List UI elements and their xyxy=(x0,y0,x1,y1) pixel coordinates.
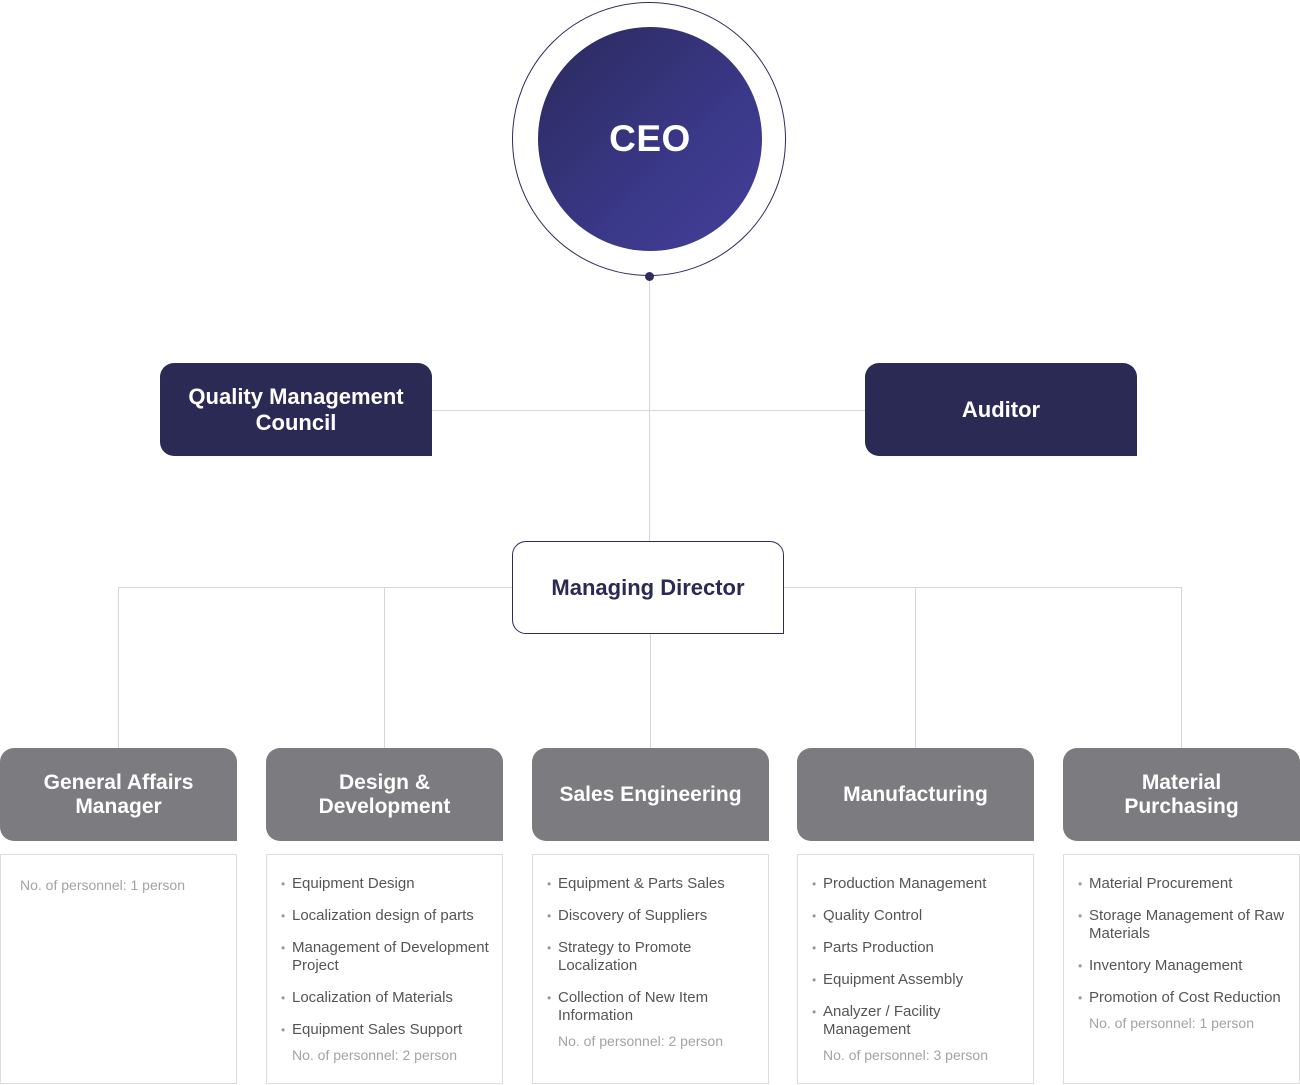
duty-item: Storage Management of Raw Materials xyxy=(1078,907,1291,943)
department-personnel: No. of personnel: 2 person xyxy=(558,1033,723,1049)
department-general-affairs-details: No. of personnel: 1 person xyxy=(0,854,237,1084)
connector-ceo-to-md xyxy=(649,276,650,542)
duty-item: Material Procurement xyxy=(1078,875,1291,893)
connector-dept-1 xyxy=(118,587,119,749)
department-design-development-details: Equipment Design Localization design of … xyxy=(266,854,503,1084)
quality-management-council-node: Quality Management Council xyxy=(160,363,432,456)
duty-item: Analyzer / Facility Management xyxy=(812,1003,1025,1039)
quality-management-council-label: Quality Management Council xyxy=(188,383,404,435)
department-personnel: No. of personnel: 2 person xyxy=(292,1047,457,1063)
duty-item: Equipment Assembly xyxy=(812,971,1025,989)
auditor-node: Auditor xyxy=(865,363,1137,456)
department-name: Material Purchasing xyxy=(1124,770,1239,818)
managing-director-node: Managing Director xyxy=(512,541,784,634)
duty-item: Promotion of Cost Reduction xyxy=(1078,989,1291,1007)
connector-dept-3 xyxy=(650,633,651,749)
department-manufacturing-details: Production Management Quality Control Pa… xyxy=(797,854,1034,1084)
duty-item: Collection of New Item Information xyxy=(547,989,760,1025)
department-name: Manufacturing xyxy=(843,782,988,806)
duty-item: Localization design of parts xyxy=(281,907,494,925)
department-personnel: No. of personnel: 1 person xyxy=(20,877,185,893)
department-name: Design & Development xyxy=(318,770,451,818)
connector-dept-2 xyxy=(384,587,385,749)
ceo-node: CEO xyxy=(538,27,762,251)
department-personnel: No. of personnel: 3 person xyxy=(823,1047,988,1063)
department-design-development-header: Design & Development xyxy=(266,748,503,841)
duty-item: Quality Control xyxy=(812,907,1025,925)
duty-item: Equipment Design xyxy=(281,875,494,893)
duty-item: Management of Development Project xyxy=(281,939,494,975)
ceo-connector-dot xyxy=(645,272,654,281)
ceo-label: CEO xyxy=(609,118,691,159)
auditor-label: Auditor xyxy=(961,396,1041,422)
duty-list: Material Procurement Storage Management … xyxy=(1078,875,1291,1007)
connector-side-horizontal xyxy=(432,410,866,411)
department-name: Sales Engineering xyxy=(559,782,742,806)
managing-director-label: Managing Director xyxy=(551,574,745,600)
department-general-affairs-header: General Affairs Manager xyxy=(0,748,237,841)
duty-list: Equipment Design Localization design of … xyxy=(281,875,494,1039)
duty-item: Production Management xyxy=(812,875,1025,893)
department-sales-engineering-details: Equipment & Parts Sales Discovery of Sup… xyxy=(532,854,769,1084)
duty-item: Equipment Sales Support xyxy=(281,1021,494,1039)
department-material-purchasing-header: Material Purchasing xyxy=(1063,748,1300,841)
duty-item: Parts Production xyxy=(812,939,1025,957)
department-sales-engineering-header: Sales Engineering xyxy=(532,748,769,841)
connector-dept-5 xyxy=(1181,587,1182,749)
department-material-purchasing-details: Material Procurement Storage Management … xyxy=(1063,854,1300,1084)
department-manufacturing-header: Manufacturing xyxy=(797,748,1034,841)
duty-item: Localization of Materials xyxy=(281,989,494,1007)
duty-item: Strategy to Promote Localization xyxy=(547,939,760,975)
connector-dept-4 xyxy=(915,587,916,749)
duty-item: Discovery of Suppliers xyxy=(547,907,760,925)
department-name: General Affairs Manager xyxy=(43,770,194,818)
duty-list: Equipment & Parts Sales Discovery of Sup… xyxy=(547,875,760,1025)
duty-item: Equipment & Parts Sales xyxy=(547,875,760,893)
duty-item: Inventory Management xyxy=(1078,957,1291,975)
duty-list: Production Management Quality Control Pa… xyxy=(812,875,1025,1039)
department-personnel: No. of personnel: 1 person xyxy=(1089,1015,1254,1031)
